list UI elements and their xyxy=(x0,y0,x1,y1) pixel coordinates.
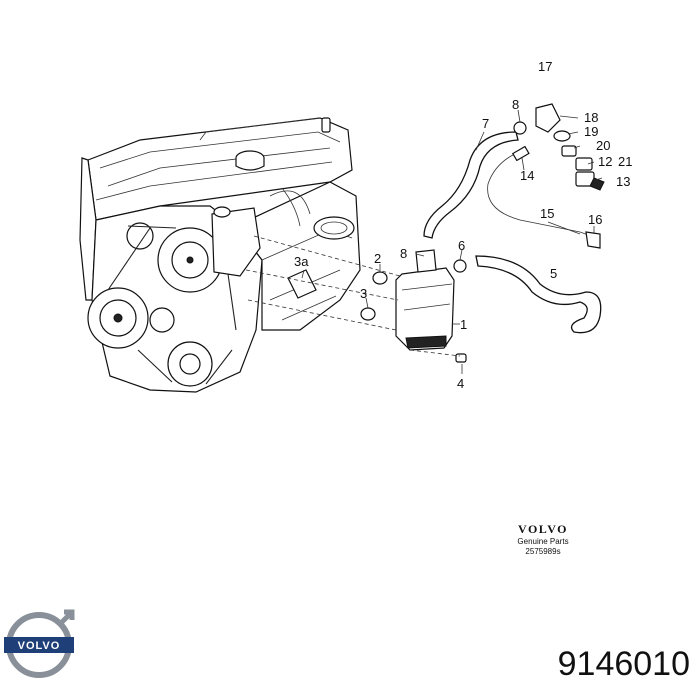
callout-2: 2 xyxy=(374,251,381,266)
engine-illustration xyxy=(79,117,361,393)
callout-21: 21 xyxy=(618,154,632,169)
brand-subtitle: Genuine Parts xyxy=(517,537,569,546)
callout-3: 3 xyxy=(360,286,367,301)
callout-7: 7 xyxy=(482,116,489,131)
callout-13: 13 xyxy=(616,174,630,189)
hose-assembly xyxy=(245,103,605,363)
callout-4: 4 xyxy=(457,376,464,391)
part-number: 9146010 xyxy=(557,645,690,683)
callout-1: 1 xyxy=(460,317,467,332)
callout-19: 19 xyxy=(584,124,598,139)
callout-18: 18 xyxy=(584,110,598,125)
leader-lines xyxy=(301,109,603,374)
callout-3a: 3a xyxy=(294,254,309,269)
callout-16: 16 xyxy=(588,212,602,227)
logo-text: VOLVO xyxy=(18,640,61,652)
callout-20: 20 xyxy=(596,138,610,153)
callout-12: 12 xyxy=(598,154,612,169)
callout-labels: 17 8 18 19 20 12 21 13 7 14 15 16 8 6 5 … xyxy=(294,59,632,391)
brand-block: VOLVO Genuine Parts 2575989s xyxy=(506,522,580,557)
callout-15: 15 xyxy=(540,206,554,221)
callout-14: 14 xyxy=(520,168,534,183)
callout-6: 6 xyxy=(458,238,465,253)
callout-17: 17 xyxy=(538,59,552,74)
callout-8-top: 8 xyxy=(512,97,519,112)
brand-reference: 2575989s xyxy=(525,547,561,556)
callout-8-mid: 8 xyxy=(400,246,407,261)
brand-word: VOLVO xyxy=(518,522,568,536)
volvo-logo-icon: VOLVO xyxy=(4,609,75,678)
callout-5: 5 xyxy=(550,266,557,281)
